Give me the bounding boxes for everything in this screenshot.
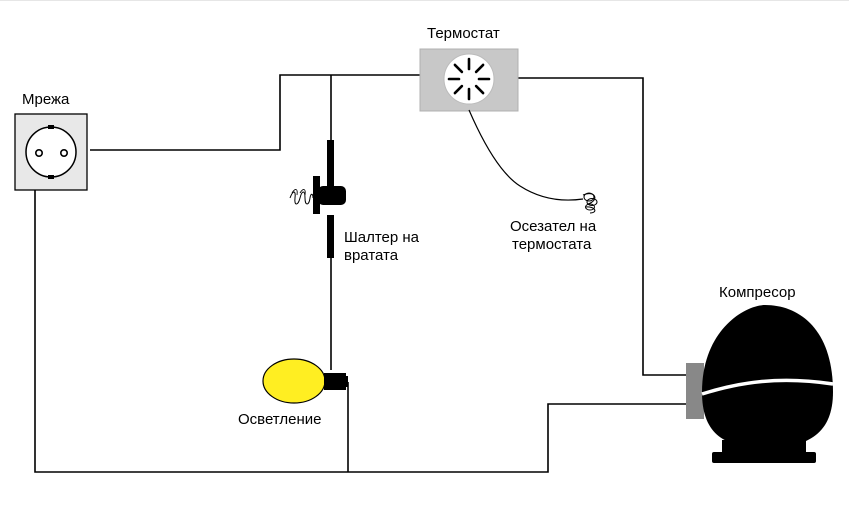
thermostat: Термостат: [419, 25, 519, 112]
sensor-label-line1: Осезател на: [510, 218, 597, 235]
sensor-label-line2: термостата: [512, 236, 592, 253]
lighting: Осветление: [238, 358, 348, 428]
wire-return-bottom: [34, 190, 686, 473]
compressor: Компресор: [686, 284, 834, 463]
capillary-tube: [468, 109, 584, 201]
thermostat-label: Термостат: [427, 25, 500, 42]
door-switch: Шалтер на вратата: [289, 140, 420, 264]
door-switch-label-line2: вратата: [344, 247, 399, 264]
compressor-terminal: [686, 363, 704, 419]
wires: [34, 74, 686, 473]
socket-icon: [25, 125, 77, 179]
thermostat-icon: [443, 53, 495, 105]
bulb-icon: [262, 358, 348, 404]
compressor-label: Компресор: [719, 284, 796, 301]
sensor-bulb-icon: [582, 192, 598, 214]
mains-label: Мрежа: [22, 91, 70, 108]
lighting-label: Осветление: [238, 411, 321, 428]
top-border: [0, 0, 849, 1]
thermostat-sensor: Осезател на термостата: [468, 109, 598, 253]
mains-socket: Мрежа: [14, 91, 88, 191]
wire-socket-to-thermostat: [90, 74, 420, 151]
door-switch-icon: [289, 140, 346, 258]
compressor-icon: [686, 305, 834, 463]
door-switch-label-line1: Шалтер на: [344, 229, 420, 246]
wire-thermostat-to-compressor: [518, 77, 686, 376]
